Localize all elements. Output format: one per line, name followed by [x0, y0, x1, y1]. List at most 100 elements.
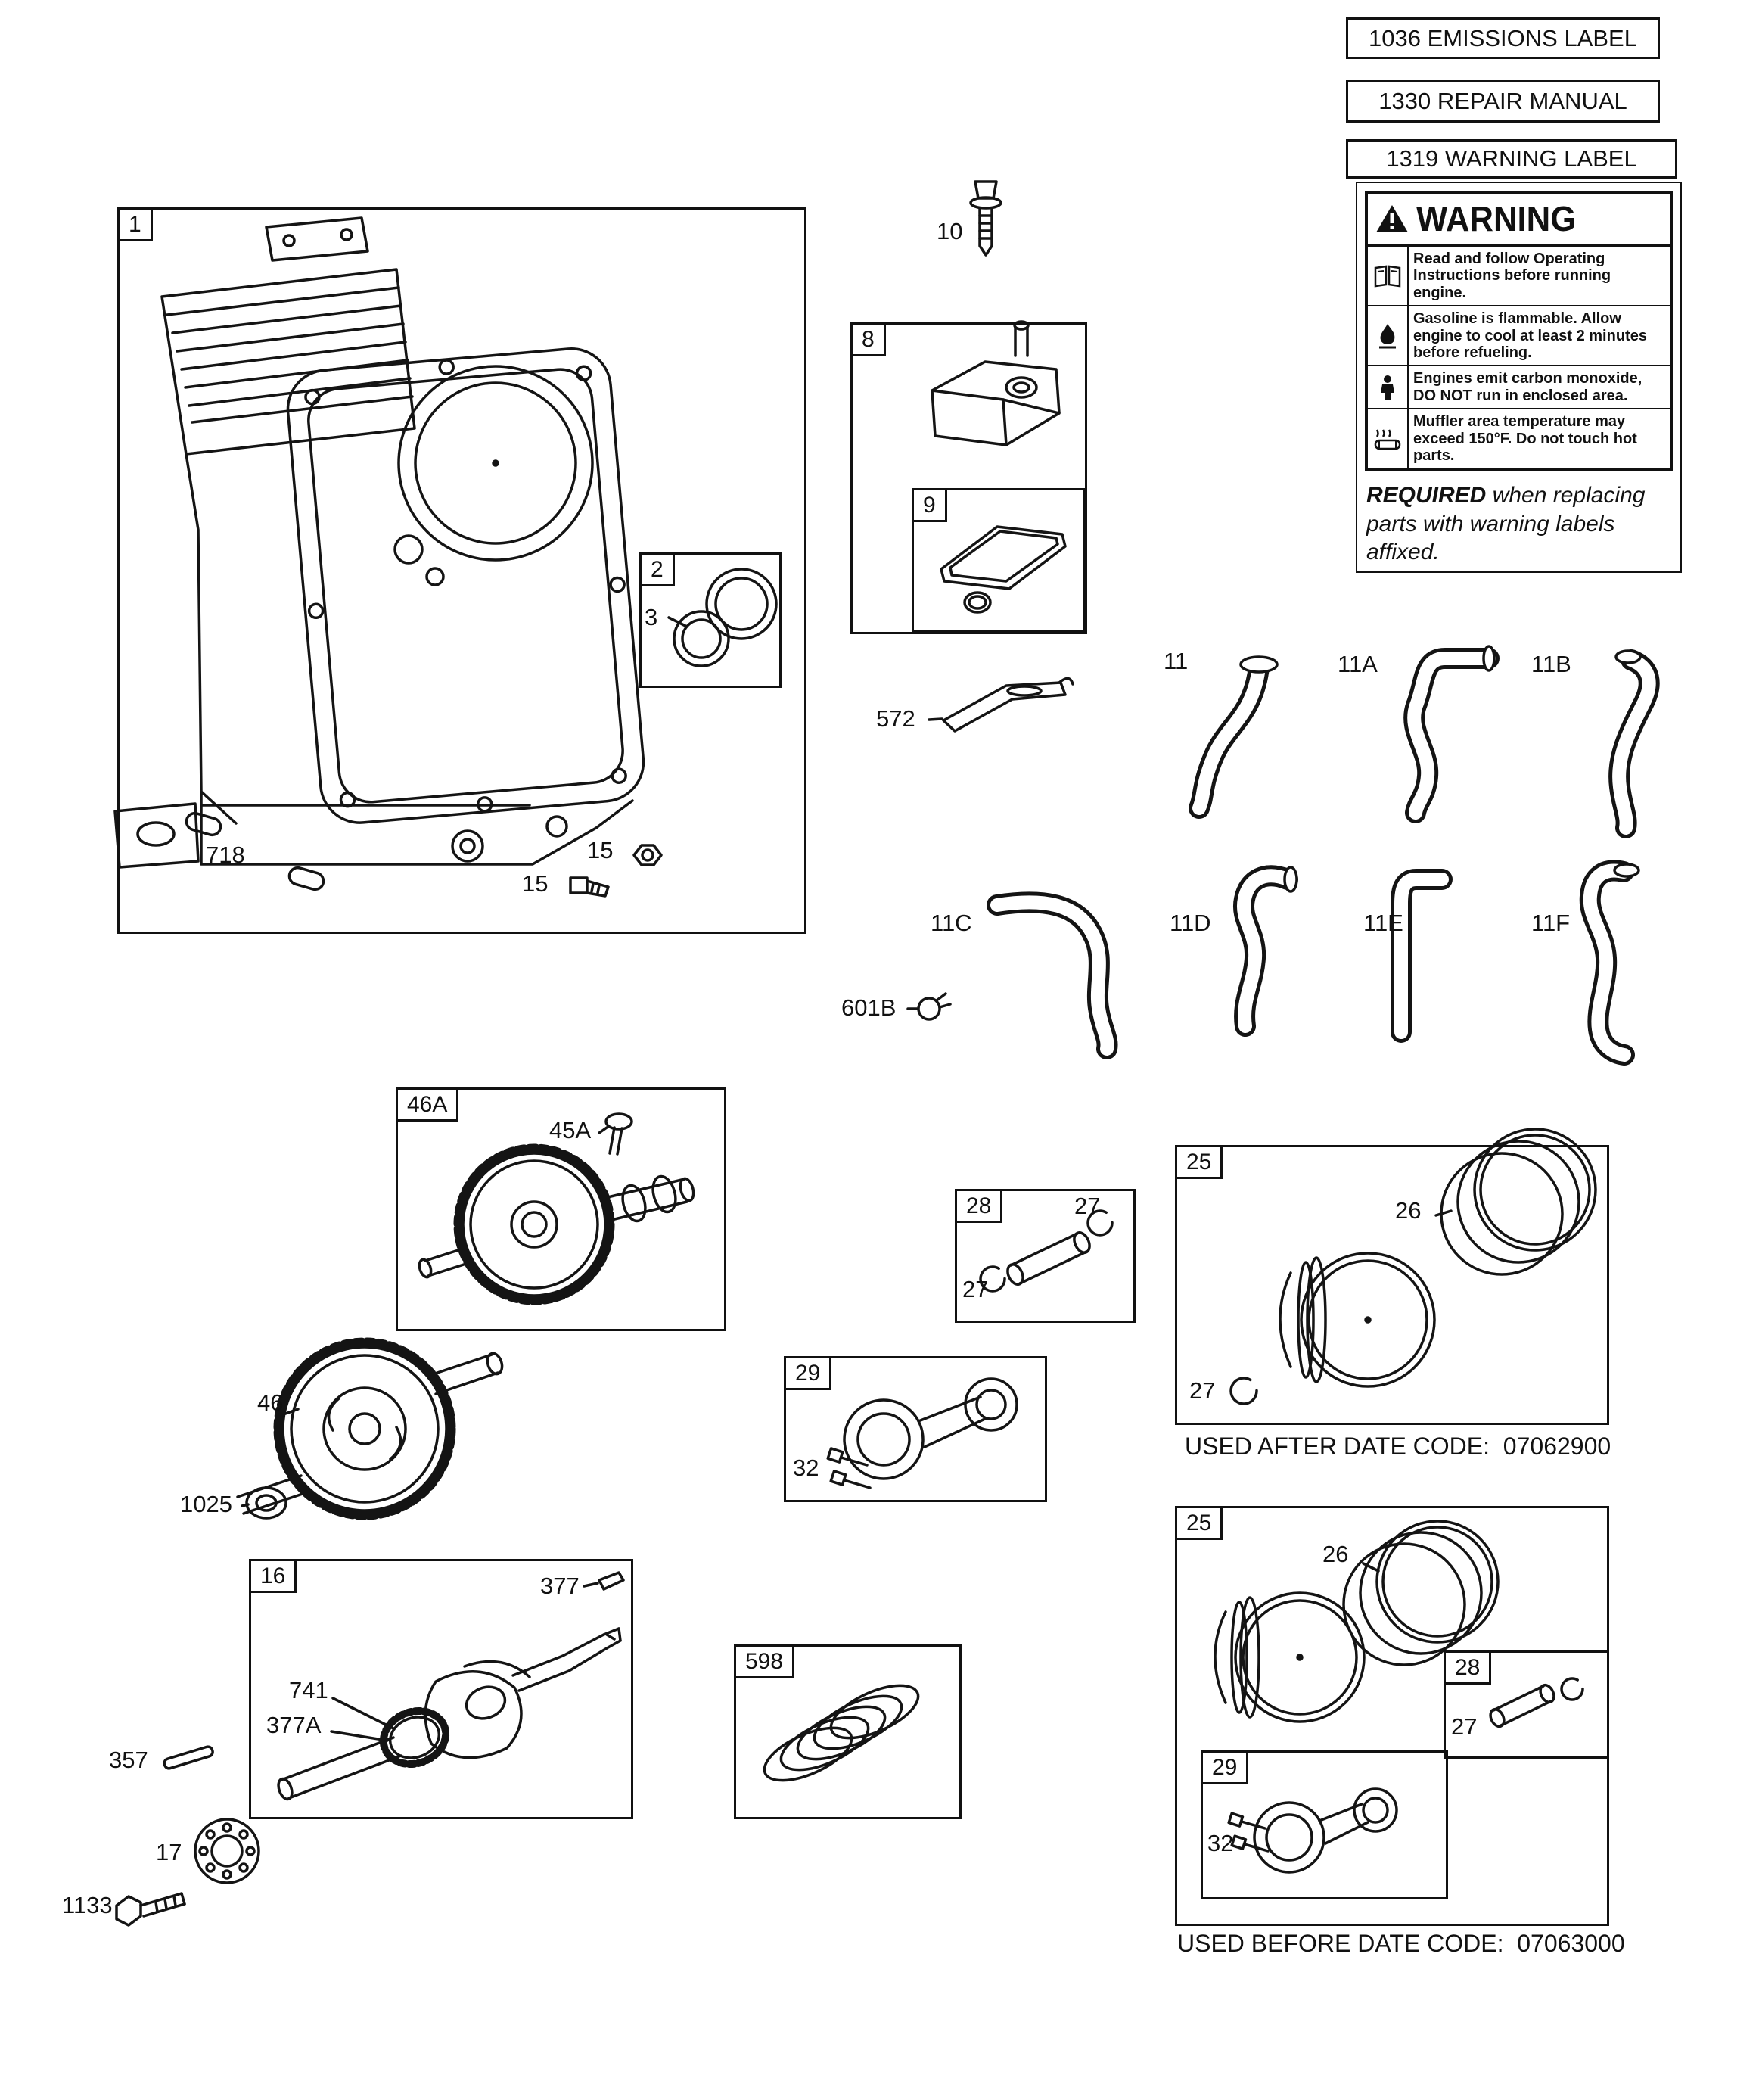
callout-357: 357	[109, 1747, 148, 1773]
callout-11f: 11F	[1531, 910, 1571, 936]
group-tag-2: 2	[639, 552, 675, 586]
oil-seals-drawing	[667, 568, 778, 667]
ref-box-warning-text: 1319 WARNING LABEL	[1386, 145, 1637, 172]
group-box-1: 1	[117, 207, 806, 934]
engine-block-drawing	[113, 216, 645, 869]
warning-row-2: Gasoline is flammable. Allow engine to c…	[1368, 306, 1670, 367]
callout-3: 3	[645, 604, 658, 630]
group-tag-28-top: 28	[955, 1189, 1003, 1223]
callout-11c: 11C	[931, 910, 972, 936]
group-box-46a: 46A	[396, 1087, 726, 1331]
dowel-pins-drawing	[185, 811, 325, 891]
callout-26-bottom: 26	[1322, 1541, 1349, 1567]
breather-hoses-top-drawing	[1189, 645, 1660, 838]
hot-muffler-icon	[1368, 409, 1409, 468]
oil-drain-plugs-drawing	[569, 844, 663, 898]
callout-46: 46	[257, 1389, 284, 1416]
warning-row-4: Muffler area temperature may exceed 150°…	[1368, 409, 1670, 468]
warning-row-2-text: Gasoline is flammable. Allow engine to c…	[1413, 310, 1647, 361]
used-before-note: USED BEFORE DATE CODE: 07063000	[1177, 1930, 1625, 1957]
group-box-598: 598	[734, 1644, 962, 1819]
piston-assembly-bottom-drawing	[1214, 1520, 1500, 1723]
warning-heading: WARNING	[1416, 199, 1577, 238]
ref-box-repair-manual: 1330 REPAIR MANUAL	[1346, 80, 1660, 123]
used-after-note: USED AFTER DATE CODE: 07062900	[1185, 1433, 1611, 1460]
group-tag-9: 9	[912, 488, 947, 522]
group-tag-25-bottom: 25	[1175, 1506, 1223, 1540]
hose-clamp-drawing	[906, 992, 952, 1021]
callout-11b: 11B	[1531, 651, 1571, 677]
warning-row-4-text: Muffler area temperature may exceed 150°…	[1413, 413, 1637, 464]
callout-45a: 45A	[549, 1117, 592, 1143]
callout-572: 572	[876, 705, 915, 732]
connecting-rod-bottom-drawing	[1227, 1787, 1398, 1874]
hex-bolt-drawing	[115, 1892, 186, 1927]
group-box-2: 2	[639, 552, 782, 688]
piston-pin-top-drawing	[979, 1209, 1114, 1293]
callout-11a: 11A	[1338, 651, 1378, 677]
governor-bolt-drawing	[969, 180, 1002, 257]
callout-377a: 377A	[266, 1712, 322, 1738]
group-tag-25-top: 25	[1175, 1145, 1223, 1179]
group-box-29-top: 29	[784, 1356, 1047, 1502]
piston-pin-bottom-drawing	[1489, 1677, 1584, 1728]
camshaft-46-drawing	[236, 1337, 504, 1520]
ref-box-emissions-text: 1036 EMISSIONS LABEL	[1369, 24, 1637, 51]
ball-bearing-drawing	[194, 1818, 260, 1884]
warning-required-bold: REQUIRED	[1366, 483, 1487, 509]
warning-row-3-text: Engines emit carbon monoxide, DO NOT run…	[1413, 370, 1642, 404]
callout-1025: 1025	[180, 1491, 232, 1517]
group-box-25-top: 25	[1175, 1145, 1609, 1425]
callout-1133: 1133	[62, 1892, 113, 1918]
group-box-8: 8	[850, 322, 1087, 634]
group-tag-46a: 46A	[396, 1087, 459, 1122]
callout-11d: 11D	[1170, 910, 1211, 936]
warning-label-panel: WARNING Read and follow Operating Instru…	[1356, 182, 1682, 573]
group-tag-598: 598	[734, 1644, 795, 1678]
carbon-monoxide-icon	[1368, 366, 1409, 409]
callout-15-a: 15	[587, 837, 614, 863]
camshaft-46a-drawing	[418, 1112, 695, 1305]
warning-required-rest: when replacing parts with warning labels…	[1366, 483, 1646, 565]
callout-32-bottom: 32	[1207, 1830, 1234, 1856]
warning-row-1-text: Read and follow Operating Instructions b…	[1413, 250, 1611, 301]
callout-32-top: 32	[793, 1454, 819, 1481]
group-box-29-bottom: 29	[1201, 1750, 1448, 1899]
group-box-25-bottom: 25	[1175, 1506, 1609, 1926]
group-box-28-bottom: 28	[1444, 1650, 1609, 1759]
group-tag-16: 16	[249, 1559, 297, 1593]
callout-377: 377	[540, 1573, 580, 1599]
callout-27-pin-top-right: 27	[1074, 1193, 1101, 1219]
callout-27-piston-top: 27	[1189, 1377, 1216, 1404]
group-box-16: 16	[249, 1559, 633, 1819]
warning-row-3: Engines emit carbon monoxide, DO NOT run…	[1368, 366, 1670, 410]
callout-11e: 11E	[1363, 910, 1403, 936]
warning-label: WARNING Read and follow Operating Instru…	[1365, 191, 1673, 471]
flame-icon	[1368, 306, 1409, 366]
warning-required-note: REQUIRED when replacing parts with warni…	[1365, 481, 1673, 567]
dowel-357-drawing	[163, 1745, 214, 1770]
group-box-28-top: 28	[955, 1189, 1136, 1323]
group-tag-1: 1	[117, 207, 153, 241]
warning-triangle-icon	[1376, 205, 1408, 232]
callout-718: 718	[206, 842, 245, 868]
callout-26-top: 26	[1395, 1197, 1422, 1224]
callout-601b: 601B	[841, 994, 897, 1021]
ref-box-repair-text: 1330 REPAIR MANUAL	[1378, 88, 1627, 114]
open-book-icon	[1368, 247, 1409, 306]
callout-741: 741	[289, 1677, 328, 1703]
group-tag-29-bottom: 29	[1201, 1750, 1249, 1784]
connecting-rod-top-drawing	[826, 1377, 1018, 1489]
group-box-9: 9	[912, 488, 1085, 632]
breather-cover-drawing	[931, 320, 1061, 446]
crankshaft-drawing	[277, 1571, 625, 1801]
callout-27-pin-top-left: 27	[962, 1276, 989, 1302]
piston-assembly-top-drawing	[1229, 1128, 1597, 1405]
governor-spring-drawing	[763, 1684, 920, 1782]
bracket-572-drawing	[928, 677, 1074, 733]
ref-box-warning-label: 1319 WARNING LABEL	[1346, 139, 1677, 179]
warning-row-1: Read and follow Operating Instructions b…	[1368, 247, 1670, 307]
callout-15-b: 15	[522, 870, 549, 897]
